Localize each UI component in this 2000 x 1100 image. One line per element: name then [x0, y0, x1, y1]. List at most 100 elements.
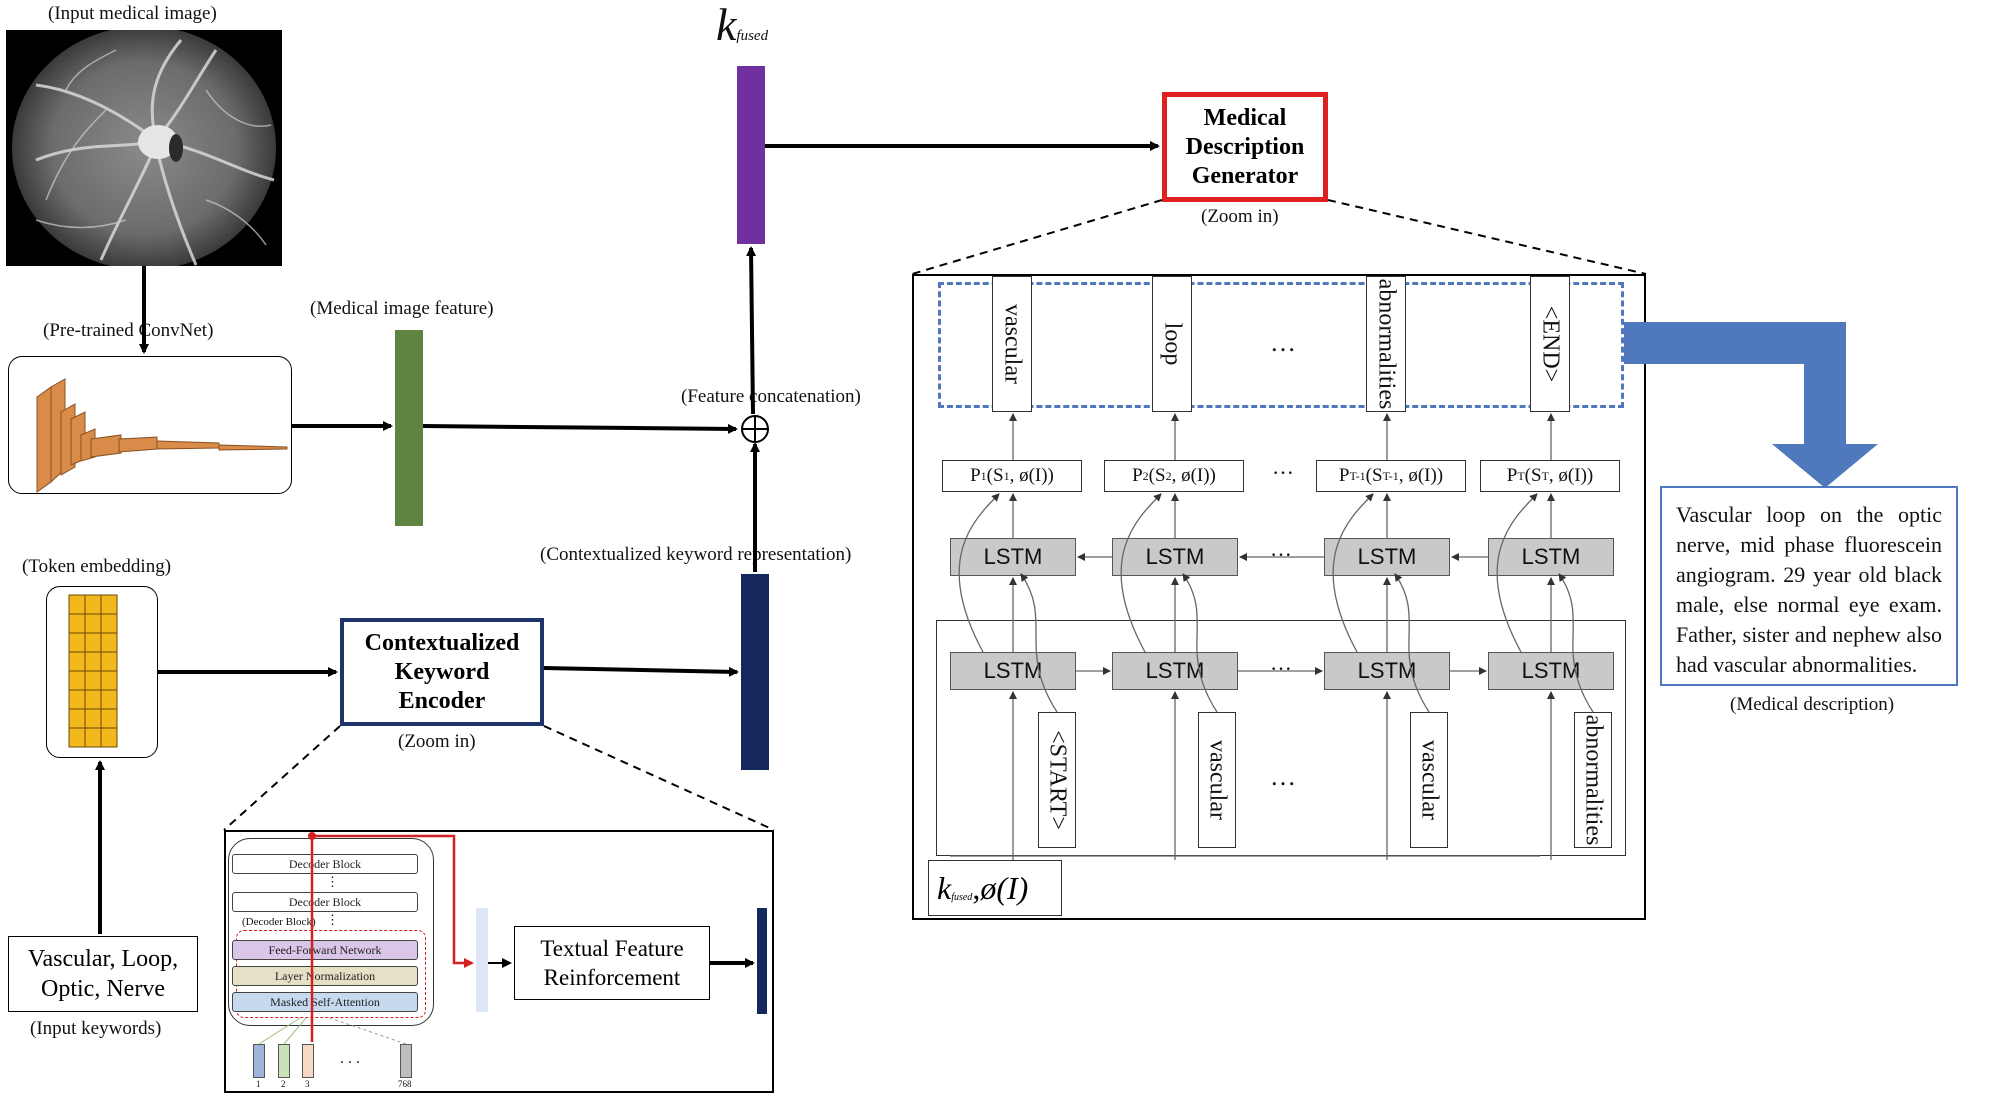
lstm-top-dots: ···: [1270, 542, 1292, 567]
convnet-box: [8, 356, 292, 494]
textual-output-bar: [757, 908, 767, 1014]
input-keywords-caption: (Input keywords): [30, 1018, 162, 1039]
token-cell: [84, 670, 102, 691]
token-cell: [84, 613, 102, 634]
token-cell: [100, 613, 118, 634]
keyword-encoder-line1: Contextualized: [364, 629, 520, 656]
image-feature-label: (Medical image feature): [310, 298, 494, 319]
token-square-768: [400, 1044, 412, 1078]
medical-description-caption: (Medical description): [1730, 694, 1895, 715]
input-keywords-line2: Optic, Nerve: [41, 976, 165, 1002]
lstm-bottom-2: LSTM: [1112, 652, 1238, 690]
decoder-block-top: Decoder Block: [232, 854, 418, 874]
keyword-encoder-line2: Keyword: [394, 658, 490, 685]
fundus-image: [6, 30, 282, 266]
intermediate-feature-bar: [476, 908, 488, 1012]
prob-dots: ···: [1272, 460, 1294, 485]
output-word-3: abnormalities: [1366, 276, 1406, 412]
lstm-top-1: LSTM: [950, 538, 1076, 576]
textual-reinforcement-box: Textual Feature Reinforcement: [514, 926, 710, 1000]
decoder-vdots-2: ⋮: [326, 912, 339, 927]
token-cell: [84, 632, 102, 653]
token-cell: [68, 708, 86, 729]
keyword-encoder-box: Contextualized Keyword Encoder: [340, 618, 544, 726]
token-index-768: 768: [398, 1079, 412, 1089]
token-cell: [84, 708, 102, 729]
zoom-in-right-label: (Zoom in): [1201, 206, 1279, 227]
output-ellipsis: …: [1270, 328, 1296, 357]
token-cell: [84, 651, 102, 672]
msa-block: Masked Self-Attention: [232, 992, 418, 1012]
description-generator-line3: Generator: [1191, 162, 1299, 189]
input-word-2: vascular: [1198, 712, 1236, 848]
token-cell: [100, 708, 118, 729]
generator-input-phi: ø(I): [980, 869, 1029, 906]
generator-input-k: k: [937, 869, 952, 906]
zoom-line-right-a: [911, 199, 1163, 275]
token-cell: [100, 689, 118, 710]
image-feature-bar: [395, 330, 423, 526]
token-cell: [68, 632, 86, 653]
token-cell: [68, 727, 86, 748]
token-cell: [100, 594, 118, 615]
token-index-2: 2: [281, 1079, 286, 1089]
input-word-3: vascular: [1410, 712, 1448, 848]
convnet-label: (Pre-trained ConvNet): [43, 320, 214, 341]
token-cell: [84, 689, 102, 710]
blue-output-arrow: [1624, 322, 1878, 488]
output-word-1: vascular: [992, 276, 1032, 412]
input-ellipsis: …: [1270, 762, 1296, 791]
concat-circle: [741, 415, 769, 443]
token-cell: [68, 689, 86, 710]
token-cell: [68, 670, 86, 691]
ffn-block: Feed-Forward Network: [232, 940, 418, 960]
k-fused-sub: fused: [736, 28, 769, 44]
k-fused-k: k: [716, 0, 737, 50]
feature-concat-label: (Feature concatenation): [681, 386, 861, 407]
input-word-1: <START>: [1038, 712, 1076, 848]
token-dots: . . .: [340, 1050, 360, 1067]
input-keywords-box: Vascular, Loop, Optic, Nerve: [8, 936, 198, 1012]
textual-reinforcement-line1: Textual Feature: [540, 936, 684, 961]
token-cell: [68, 613, 86, 634]
convnet-pyramid: [36, 378, 288, 493]
zoom-line-right-b: [1327, 199, 1647, 275]
token-cell: [84, 594, 102, 615]
medical-description-text: Vascular loop on the optic nerve, mid ph…: [1676, 502, 1942, 677]
lstm-top-3: LSTM: [1324, 538, 1450, 576]
token-cell: [100, 632, 118, 653]
token-index-1: 1: [256, 1079, 261, 1089]
decoder-block-mid: Decoder Block: [232, 892, 418, 912]
token-square-3: [302, 1044, 314, 1078]
token-square-2: [278, 1044, 290, 1078]
lstm-bottom-dots: ···: [1270, 656, 1292, 681]
description-generator-line1: Medical: [1203, 104, 1287, 131]
lstm-bottom-1: LSTM: [950, 652, 1076, 690]
medical-description-box: Vascular loop on the optic nerve, mid ph…: [1660, 486, 1958, 686]
output-words-dashed-box: [938, 282, 1624, 408]
k-fused-label: kfused: [716, 0, 768, 51]
token-cell: [100, 651, 118, 672]
zoom-line-left-b: [543, 725, 775, 831]
ctx-keyword-rep-label: (Contextualized keyword representation): [540, 544, 852, 565]
token-embedding-box: [46, 586, 158, 758]
input-image-label: (Input medical image): [48, 3, 217, 24]
generator-input-sub: fused: [951, 892, 973, 903]
token-cell: [100, 670, 118, 691]
zoom-in-left-label: (Zoom in): [398, 731, 476, 752]
token-grid: [68, 594, 118, 748]
keyword-encoder-line3: Encoder: [398, 687, 486, 714]
layernorm-block: Layer Normalization: [232, 966, 418, 986]
input-keywords-line1: Vascular, Loop,: [27, 946, 179, 972]
token-index-3: 3: [305, 1079, 310, 1089]
zoom-line-left-a: [223, 725, 341, 831]
decoder-vdots-1: ⋮: [326, 874, 339, 889]
lstm-top-2: LSTM: [1112, 538, 1238, 576]
input-word-4: abnormalities: [1574, 712, 1612, 848]
generator-input-comma: ,: [972, 869, 981, 906]
description-generator-box: Medical Description Generator: [1162, 92, 1328, 202]
